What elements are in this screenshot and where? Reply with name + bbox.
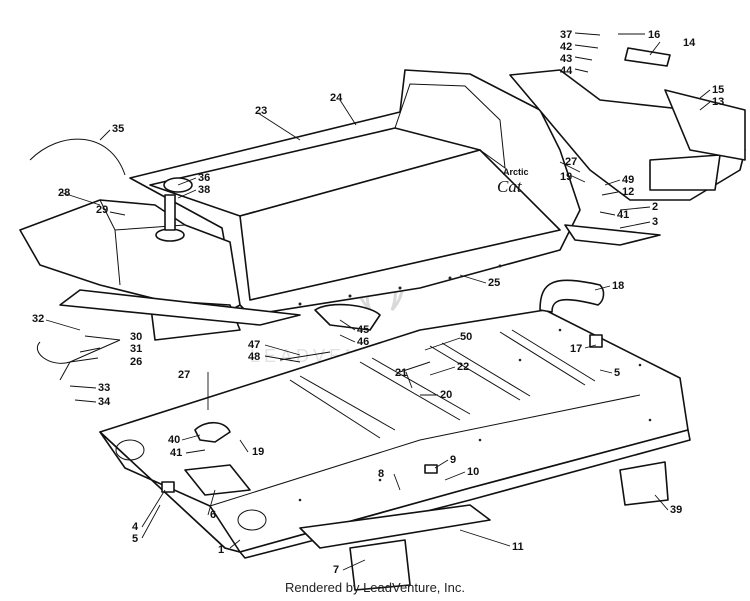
callout-28: 28 [58, 187, 70, 199]
logo-brand: Arctic [503, 167, 529, 177]
callout-43: 43 [560, 53, 572, 65]
callout-35: 35 [112, 123, 124, 135]
callout-9: 9 [450, 454, 456, 466]
callout-13: 13 [712, 96, 724, 108]
callout-1: 1 [218, 544, 224, 556]
callout-7: 7 [333, 564, 339, 576]
callout-16: 16 [648, 29, 660, 41]
callout-22: 22 [457, 361, 469, 373]
callout-19-lower: 19 [252, 446, 264, 458]
callout-8: 8 [378, 468, 384, 480]
callout-12: 12 [622, 186, 634, 198]
callout-23: 23 [255, 105, 267, 117]
callout-25: 25 [488, 277, 500, 289]
callout-40: 40 [168, 434, 180, 446]
skid-plate-11 [299, 504, 491, 549]
callout-18: 18 [612, 280, 624, 292]
callout-34: 34 [98, 396, 111, 408]
callout-33: 33 [98, 382, 110, 394]
callout-44: 44 [560, 65, 573, 77]
callout-39: 39 [670, 504, 682, 516]
callout-42: 42 [560, 41, 572, 53]
callout-38: 38 [198, 184, 210, 196]
vent-hose [29, 138, 126, 176]
rear-console [509, 47, 746, 201]
floor-pad [59, 289, 301, 326]
callout-20: 20 [440, 389, 452, 401]
callout-4: 4 [132, 521, 139, 533]
clip-40 [194, 421, 231, 443]
footer-credit: Rendered by LeadVenture, Inc. [285, 580, 465, 595]
callout-29: 29 [96, 204, 108, 216]
leader-lines [45, 32, 711, 571]
plate-6 [184, 464, 251, 496]
callout-47: 47 [248, 339, 260, 351]
callout-32: 32 [32, 313, 44, 325]
callout-19-upper: 19 [560, 171, 572, 183]
clip-17 [589, 334, 603, 348]
callout-27-upper: 27 [565, 156, 577, 168]
callout-26: 26 [130, 356, 142, 368]
bracket-45 [314, 303, 381, 331]
callout-2: 2 [652, 201, 658, 213]
callout-45: 45 [357, 324, 369, 336]
hood-body: Arctic Cat [129, 69, 581, 316]
callout-15: 15 [712, 84, 724, 96]
callout-5-lower: 5 [132, 533, 138, 545]
callout-41-upper: 41 [617, 209, 629, 221]
callout-50: 50 [460, 331, 472, 343]
side-flap [564, 224, 661, 246]
callout-14: 14 [683, 37, 696, 49]
cable-31 [37, 339, 121, 381]
bracket-7 [349, 539, 411, 591]
handle-loop [539, 279, 605, 313]
callout-37: 37 [560, 29, 572, 41]
callouts: 37 42 43 44 16 14 15 13 24 23 35 36 38 2… [32, 29, 724, 576]
callout-41-lower: 41 [170, 447, 182, 459]
grommet-9 [424, 464, 438, 474]
callout-5-upper: 5 [614, 367, 620, 379]
callout-36: 36 [198, 172, 210, 184]
callout-21: 21 [395, 367, 407, 379]
callout-3: 3 [652, 216, 658, 228]
callout-31: 31 [130, 343, 142, 355]
logo-model: Cat [497, 177, 523, 196]
callout-10: 10 [467, 466, 479, 478]
hardware [29, 138, 669, 591]
callout-48: 48 [248, 351, 260, 363]
callout-6: 6 [210, 509, 216, 521]
callout-27-lower: 27 [178, 369, 190, 381]
callout-49: 49 [622, 174, 634, 186]
bracket-39 [619, 461, 669, 506]
callout-46: 46 [357, 336, 369, 348]
callout-11: 11 [512, 541, 524, 553]
clip-4 [161, 481, 175, 493]
callout-17: 17 [570, 343, 582, 355]
callout-30: 30 [130, 331, 142, 343]
callout-24: 24 [330, 92, 343, 104]
